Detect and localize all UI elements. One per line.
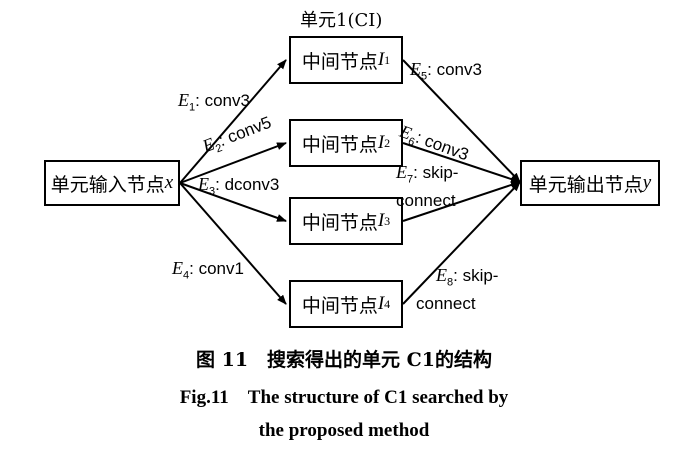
cell-title: 单元1(CI) <box>300 10 383 31</box>
intermediate-node-var: I <box>377 132 385 153</box>
edge-x-to-i2 <box>179 142 287 184</box>
edge-label-e7: E7: skip-connect <box>396 162 459 211</box>
intermediate-node-label: 中间节点 <box>301 50 378 73</box>
intermediate-node-label: 中间节点 <box>301 211 378 234</box>
edge-label-e8: E8: skip-connect <box>416 265 499 314</box>
intermediate-node-var: I <box>377 210 385 231</box>
edge-label-e1: E1: conv3 <box>178 90 250 114</box>
caption-chinese: 图 11 搜索得出的单元 C1的结构 <box>195 349 492 371</box>
intermediate-node-var: I <box>377 49 385 70</box>
edge-x-to-i4 <box>179 182 287 305</box>
edge-x-to-i1 <box>179 59 287 184</box>
intermediate-node-sub: 4 <box>384 296 391 311</box>
caption-english-line2: the proposed method <box>258 420 430 441</box>
output-node-var: y <box>642 172 652 193</box>
intermediate-node-label: 中间节点 <box>301 294 378 317</box>
edge-i4-to-y <box>402 181 521 305</box>
edge-label-e4: E4: conv1 <box>172 258 244 282</box>
intermediate-node-sub: 1 <box>384 52 391 67</box>
edge-i3-to-y <box>402 181 521 222</box>
edge-i1-to-y <box>402 59 521 183</box>
output-node-label: 单元输出节点 <box>528 173 643 196</box>
intermediate-node-sub: 3 <box>384 213 391 228</box>
edge-x-to-i3 <box>179 182 287 222</box>
edge-label-e3: E3: dconv3 <box>198 174 280 198</box>
intermediate-node-label: 中间节点 <box>301 133 378 156</box>
input-node-var: x <box>164 172 174 193</box>
edge-label-e5: E5: conv3 <box>410 59 482 83</box>
intermediate-node-sub: 2 <box>384 135 391 150</box>
input-node-label: 单元输入节点 <box>50 173 165 196</box>
caption-english-line1: Fig.11 The structure of C1 searched by <box>179 387 509 408</box>
edge-i2-to-y <box>402 142 521 183</box>
intermediate-node-var: I <box>377 293 385 314</box>
